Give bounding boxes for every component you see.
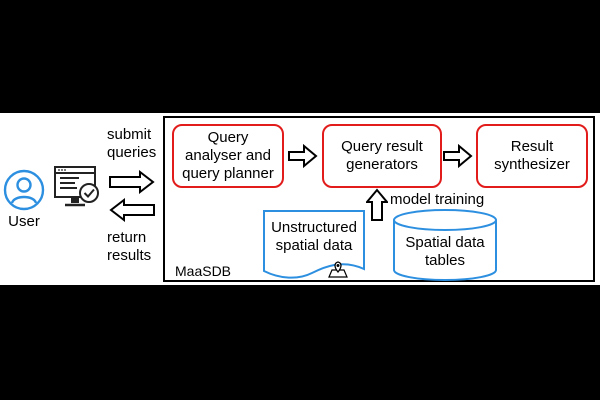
submit-arrow	[109, 170, 155, 194]
arrow-generators-to-synthesizer	[443, 144, 473, 168]
unstructured-data-shape	[263, 210, 365, 279]
result-synthesizer-label: Result synthesizer	[494, 138, 570, 173]
spatial-tables-cylinder	[393, 209, 497, 281]
return-arrow	[109, 198, 155, 222]
user-icon	[3, 169, 45, 211]
unstructured-data-label: Unstructured spatial data	[271, 219, 357, 254]
query-analyser-label: Query analyser and query planner	[182, 129, 274, 182]
model-training-arrow	[366, 188, 388, 221]
submit-queries-label: submit queries	[107, 126, 157, 161]
spatial-tables-label: Spatial data tables	[405, 234, 485, 269]
model-training-label: model training	[390, 191, 485, 208]
query-result-generators-box: Query result generators	[322, 124, 442, 188]
maasdb-label: MaaSDB	[175, 263, 232, 279]
diagram-canvas: User submit queries return results Query…	[0, 113, 600, 285]
result-synthesizer-box: Result synthesizer	[476, 124, 588, 188]
query-result-generators-label: Query result generators	[341, 138, 423, 173]
return-results-label: return results	[107, 229, 152, 264]
map-pin-icon	[328, 261, 348, 278]
monitor-check-icon	[54, 166, 99, 207]
query-analyser-box: Query analyser and query planner	[172, 124, 284, 188]
user-label: User	[8, 213, 40, 230]
arrow-analyser-to-generators	[288, 144, 318, 168]
